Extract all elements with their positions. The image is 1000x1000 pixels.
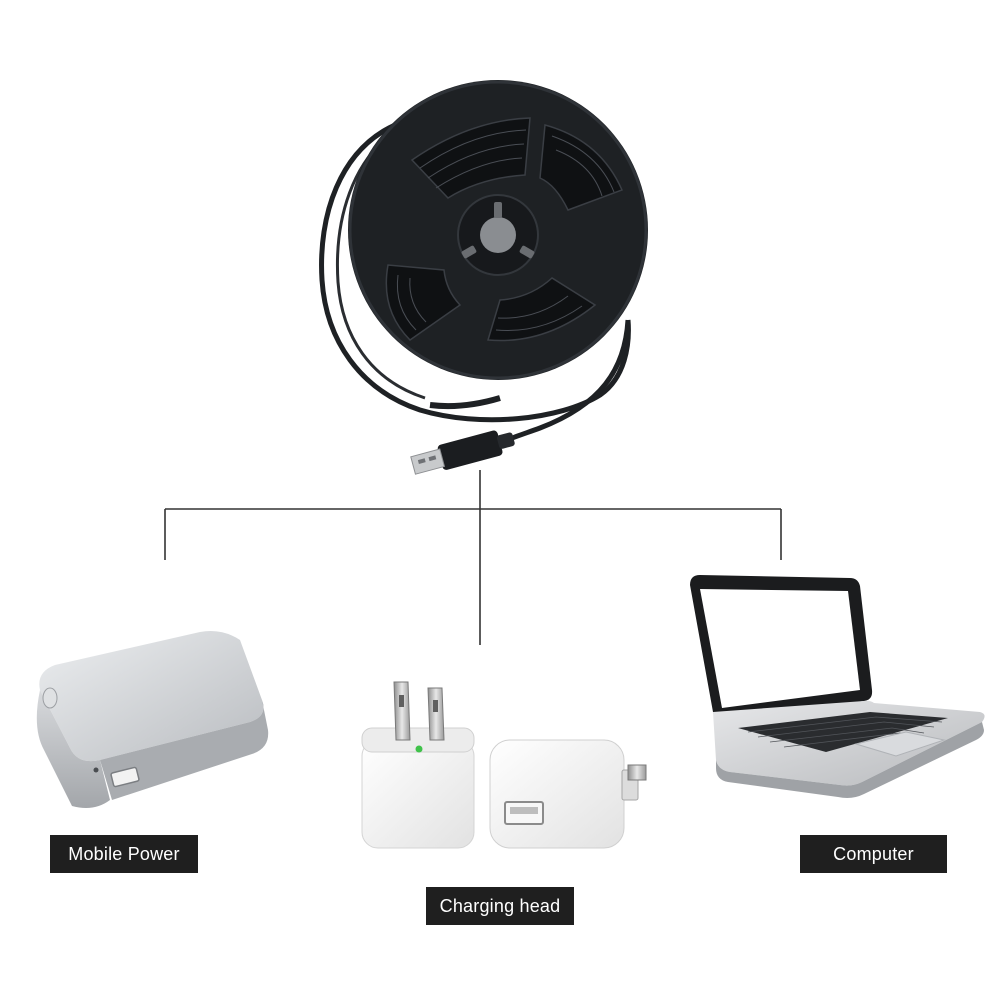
reel-cable xyxy=(319,122,631,423)
power-bank-front xyxy=(36,690,110,808)
usb-plug-icon xyxy=(410,430,515,475)
usb-wall-charger-icon xyxy=(361,681,647,849)
reel-rim xyxy=(348,80,648,380)
reel-hub-spokes xyxy=(461,202,535,259)
power-bank-icon xyxy=(36,631,269,808)
label-computer: Computer xyxy=(800,835,947,873)
laptop-screen xyxy=(700,589,860,708)
power-bank-top xyxy=(39,631,264,762)
power-bank-button xyxy=(42,687,58,709)
label-charging-head: Charging head xyxy=(426,887,574,925)
reel-windows xyxy=(385,117,624,342)
reel-coils xyxy=(396,129,615,331)
charger-led-icon xyxy=(415,745,423,753)
power-bank-led xyxy=(93,767,99,773)
label-mobile-power: Mobile Power xyxy=(50,835,198,873)
charger-front xyxy=(361,681,475,849)
charger-prong-right xyxy=(427,687,445,741)
connector-lines xyxy=(164,470,782,645)
led-strip-reel-icon xyxy=(319,80,648,447)
laptop-touchpad xyxy=(854,731,946,757)
power-bank-usb-port xyxy=(110,766,140,788)
laptop-keyboard xyxy=(738,712,948,752)
power-bank-side xyxy=(100,700,269,800)
charger-side xyxy=(489,739,647,849)
laptop-base-edge xyxy=(716,722,984,798)
charger-prong-left xyxy=(393,681,411,741)
laptop-icon xyxy=(690,575,985,798)
reel-hub-center xyxy=(480,217,516,253)
usb-cable-flat xyxy=(429,395,501,410)
